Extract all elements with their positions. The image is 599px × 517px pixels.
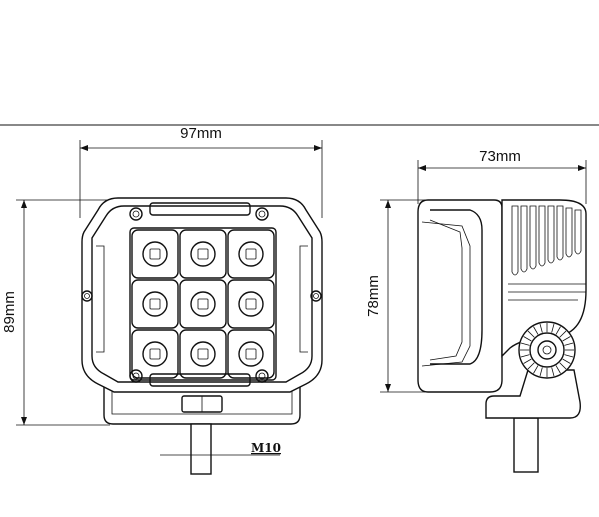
heatsink-fin [529,205,537,270]
knob-rib [562,358,571,364]
knob-rib [551,367,555,377]
led-grid [129,227,277,381]
knob-rib [527,362,535,370]
led-cell [131,229,179,279]
knob-rib [564,354,574,358]
knob-rib [559,362,567,370]
mount-stud [190,423,212,475]
led-cell [227,279,275,329]
height-label: 89mm [1,291,18,333]
heatsink-fin [547,205,555,264]
knob-rib [527,330,535,338]
led-cell [179,279,227,329]
pivot-knob [518,321,576,379]
knob-rib [523,358,532,364]
led-cell [131,329,179,379]
led-cell [179,229,227,279]
heatsink-fins [511,205,582,276]
knob-rib [564,342,574,346]
side-mount-stud [513,417,539,473]
screw-bottom-right [255,369,269,383]
depth-label: 73mm [479,148,521,165]
heatsink-fin [520,205,528,273]
heatsink-fin [565,207,573,258]
side-height-label: 78mm [365,275,382,317]
screw-top-right [255,207,269,221]
led-cell [227,229,275,279]
led-cell [179,329,227,379]
led-cell [227,329,275,379]
knob-rib [533,326,539,335]
screw-top-left [129,207,143,221]
knob-rib [533,365,539,374]
thread-label: M10 [251,441,281,455]
knob-rib [555,326,561,335]
knob-rib [520,342,530,346]
heatsink-fin [556,205,564,261]
knob-rib [523,336,532,342]
knob-rib [539,323,543,333]
knob-rib [559,330,567,338]
side-view: 73mm 78mm [365,148,587,473]
heatsink-fin [574,209,582,255]
screw-mid-left [81,290,93,302]
knob-rib [539,367,543,377]
knob-rib [551,323,555,333]
drawing-frame [0,124,599,126]
heatsink-fin [538,205,546,267]
side-bezel [417,199,503,393]
knob-rib [562,336,571,342]
knob-rib [520,354,530,358]
width-label: 97mm [180,125,222,142]
led-cell [131,279,179,329]
heatsink [501,199,587,358]
front-view: 97mm 89mm M10 [1,125,323,475]
screw-mid-right [310,290,322,302]
heatsink-fin [511,205,519,276]
knob-rib [555,365,561,374]
front-housing [81,197,323,393]
